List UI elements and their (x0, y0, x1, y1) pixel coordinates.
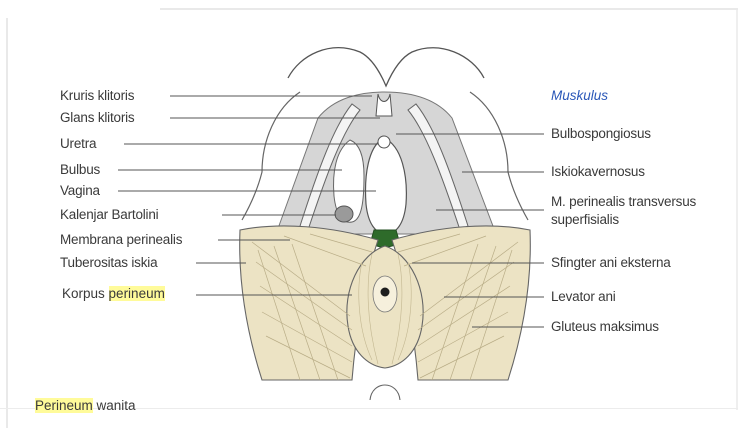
label-bulbospongiosus: Bulbospongiosus (551, 126, 651, 141)
label-iskiokavernosus: Iskiokavernosus (551, 164, 645, 179)
outer-contour-top (288, 48, 484, 86)
caption-rest: wanita (93, 398, 136, 413)
label-superfisialis: superfisialis (551, 212, 619, 227)
label-levator-ani: Levator ani (551, 289, 616, 304)
muscle-heading: Muskulus (551, 88, 608, 103)
label-glans-klitoris: Glans klitoris (60, 110, 134, 125)
korpus-prefix: Korpus (62, 286, 105, 301)
label-membrana-perinealis: Membrana perinealis (60, 232, 182, 247)
label-sfingter-ani-eksterna: Sfingter ani eksterna (551, 255, 671, 270)
coccyx-notch (370, 385, 400, 400)
label-uretra: Uretra (60, 136, 96, 151)
label-vagina: Vagina (60, 183, 100, 198)
label-tuberositas-iskia: Tuberositas iskia (60, 255, 157, 270)
label-bulbus: Bulbus (60, 162, 100, 177)
caption-highlight: Perineum (35, 398, 93, 413)
label-m-perinealis-transversus: M. perinealis transversus (551, 194, 696, 209)
label-kalenjar-bartolini: Kalenjar Bartolini (60, 207, 158, 222)
korpus-highlight: perineum (109, 286, 165, 301)
label-korpus-perineum: Korpus perineum (62, 286, 165, 301)
label-gluteus-maksimus: Gluteus maksimus (551, 319, 659, 334)
bartholin-gland (335, 206, 353, 222)
label-kruris-klitoris: Kruris klitoris (60, 88, 134, 103)
figure-caption: Perineum wanita (35, 398, 136, 413)
urethra (378, 136, 390, 148)
anus (381, 288, 390, 297)
